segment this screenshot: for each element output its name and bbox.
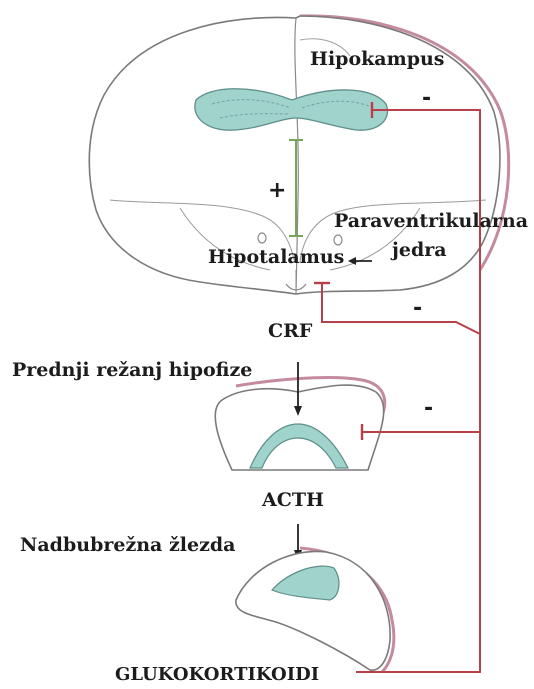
label-hipotalamus: Hipotalamus [208,248,344,267]
adrenal-gland [236,548,394,672]
label-prednji-rezanj-hipofize: Prednji režanj hipofize [12,361,252,380]
crf-arrow [294,362,302,416]
label-acth: ACTH [262,491,324,510]
sign-minus-hipofiza: - [424,398,433,420]
label-paraventrikularna: Paraventrikularna [334,212,528,231]
sign-plus-hipotalamus: + [268,180,286,202]
sign-minus-hipotalamus: - [413,298,422,320]
label-jedra: jedra [392,241,447,260]
label-crf: CRF [268,322,312,341]
sign-minus-hipokampus: - [422,88,431,110]
label-glukokortikoidi: GLUKOKORTIKOIDI [115,666,319,684]
pituitary-gland [215,378,384,470]
label-hipokampus: Hipokampus [310,50,445,69]
label-nadbubrezna-zlezda: Nadbubrežna žlezda [20,536,235,555]
